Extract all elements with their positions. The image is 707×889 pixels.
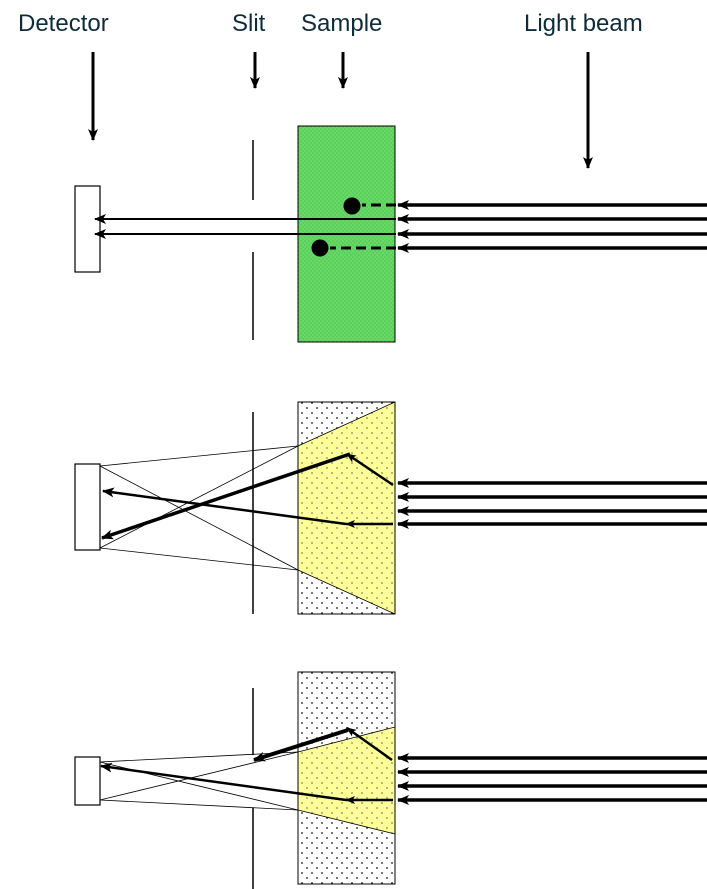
absorbing-particle-icon [343,197,396,215]
light-beam-label: Light beam [524,10,643,37]
transmitted-light [94,214,396,239]
detector-label: Detector [18,10,109,37]
detector-box [74,756,101,806]
panel-scattering-narrow [74,671,707,889]
acceptance-cone [99,751,299,811]
incident-light-beam [397,200,707,253]
panel-scattering-wide [74,401,707,615]
label-pointer-arrows [88,52,593,169]
panel-absorption [74,125,707,343]
incident-light-beam [397,753,707,805]
absorbing-particle-icon [311,239,396,257]
sample-label: Sample [301,10,383,37]
acceptance-cone [99,445,299,571]
incident-light-beam [397,478,707,529]
detector-box [74,185,101,273]
scattered-light [100,726,393,804]
slit-label: Slit [232,10,266,37]
scattered-light [101,452,394,540]
detector-box [74,463,101,551]
